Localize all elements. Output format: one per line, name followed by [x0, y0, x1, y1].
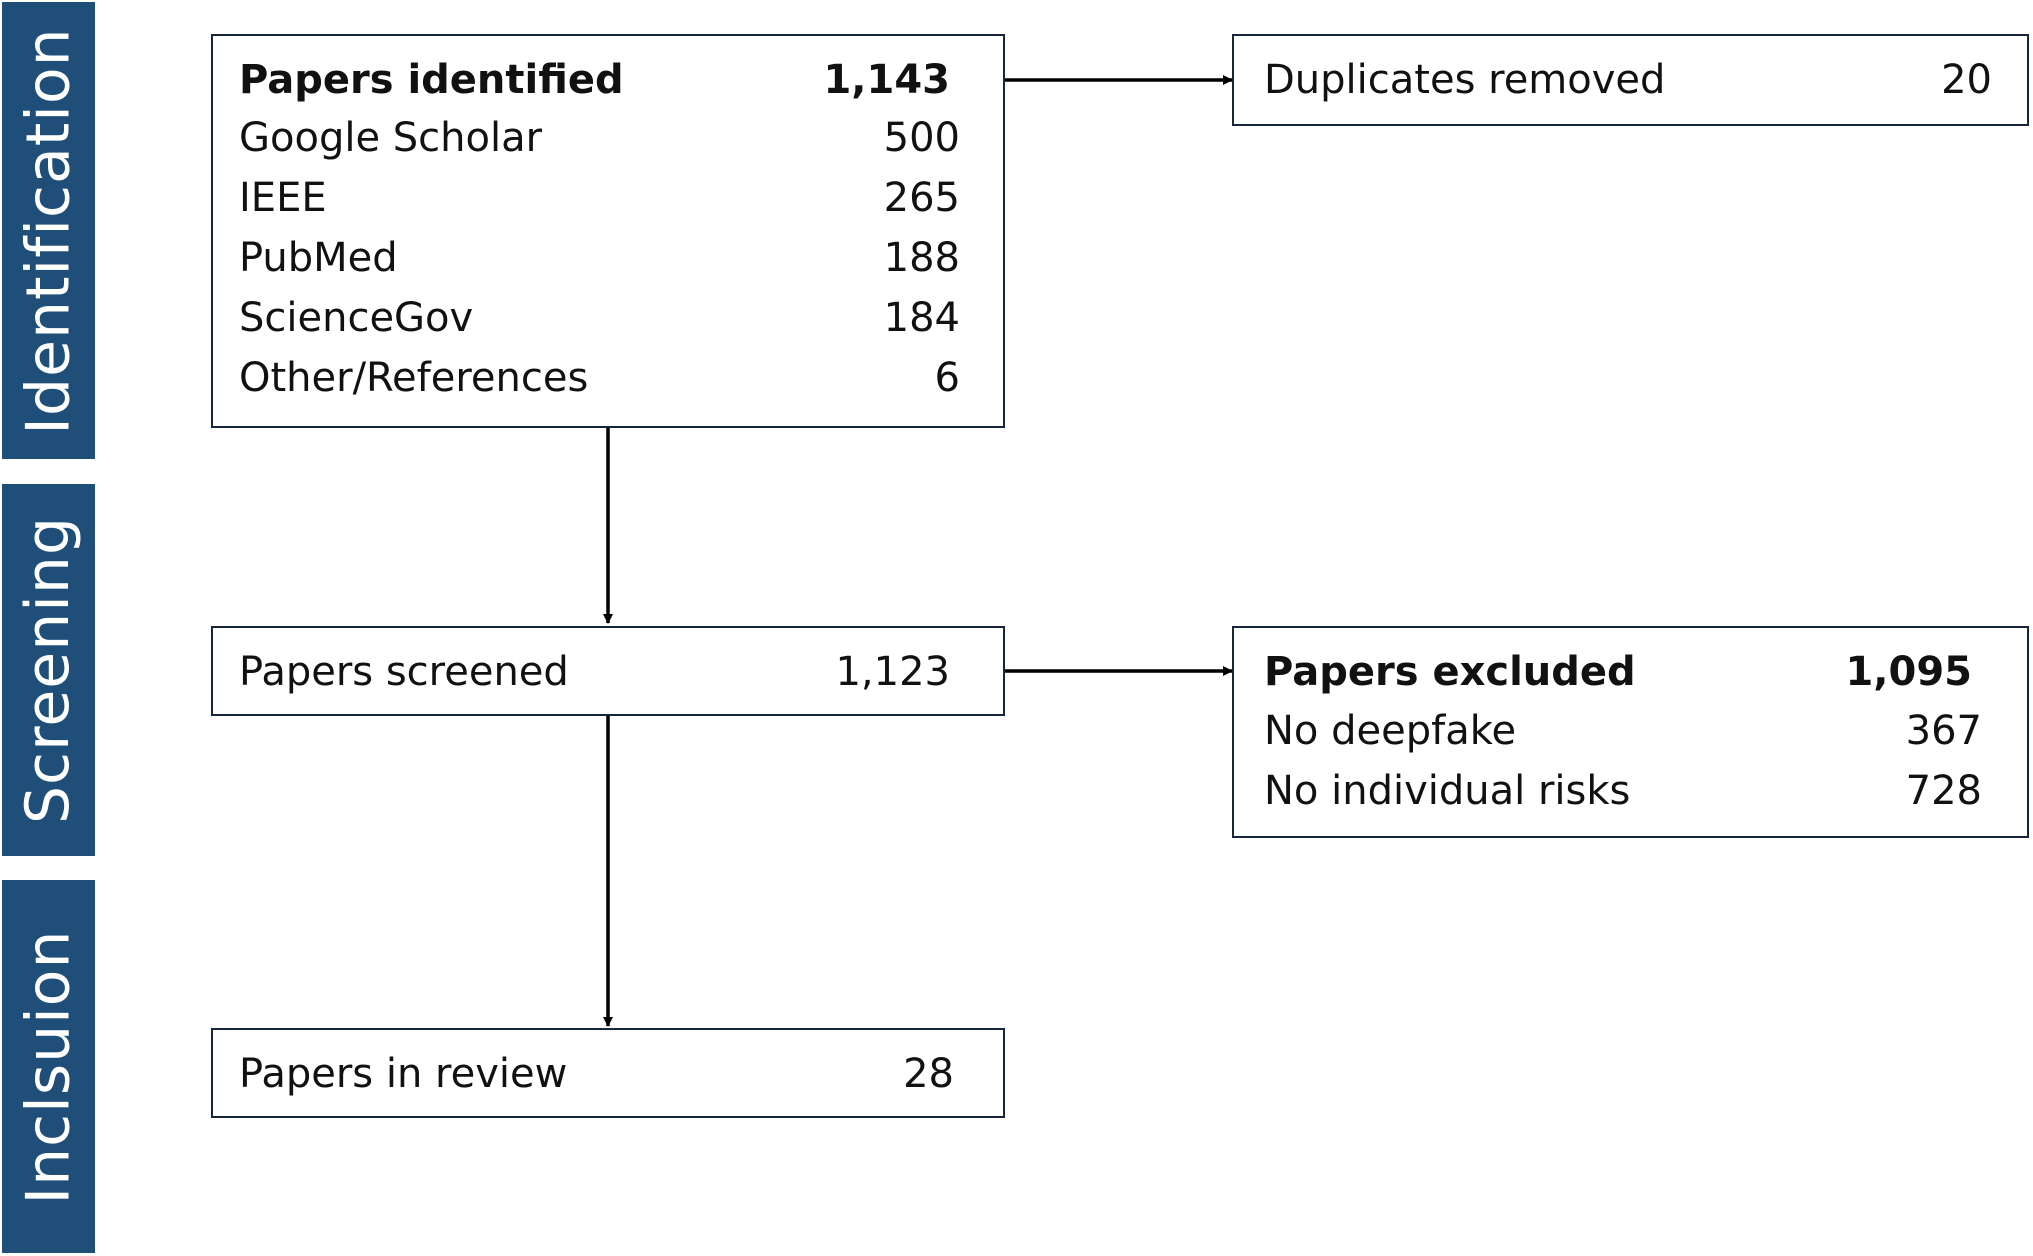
- stage-screening: Screening: [2, 484, 95, 856]
- papers-screened-box: [211, 626, 1005, 716]
- source-name: Other/References: [239, 355, 589, 401]
- stage-inclusion: Inclsuion: [2, 880, 95, 1253]
- exclusion-reason: No individual risks: [1264, 768, 1631, 814]
- papers-excluded-total: 1,095: [1845, 649, 1972, 695]
- source-count: 500: [883, 115, 960, 161]
- source-count: 265: [883, 175, 960, 221]
- source-count: 6: [934, 355, 960, 401]
- stage-identification: Identification: [2, 2, 95, 459]
- source-count: 184: [883, 295, 960, 341]
- papers-in-review-box: [211, 1028, 1005, 1118]
- duplicates-removed-label: Duplicates removed: [1264, 57, 1666, 103]
- papers-identified-total: 1,143: [823, 57, 950, 103]
- papers-screened-label: Papers screened: [239, 649, 569, 695]
- papers-excluded-box: [1232, 626, 2029, 838]
- source-name: Google Scholar: [239, 115, 543, 161]
- duplicates-removed-box: [1232, 34, 2029, 126]
- papers-in-review-count: 28: [903, 1051, 954, 1097]
- source-count: 188: [883, 235, 960, 281]
- papers-excluded-title: Papers excluded: [1264, 649, 1636, 695]
- papers-in-review-label: Papers in review: [239, 1051, 568, 1097]
- papers-identified-title: Papers identified: [239, 57, 624, 103]
- exclusion-count: 728: [1905, 768, 1982, 814]
- exclusion-count: 367: [1905, 708, 1982, 754]
- source-name: PubMed: [239, 235, 398, 281]
- exclusion-reason: No deepfake: [1264, 708, 1517, 754]
- source-name: IEEE: [239, 175, 327, 221]
- duplicates-removed-count: 20: [1941, 57, 1992, 103]
- papers-screened-count: 1,123: [835, 649, 950, 695]
- source-name: ScienceGov: [239, 295, 474, 341]
- papers-identified-box: [211, 34, 1005, 428]
